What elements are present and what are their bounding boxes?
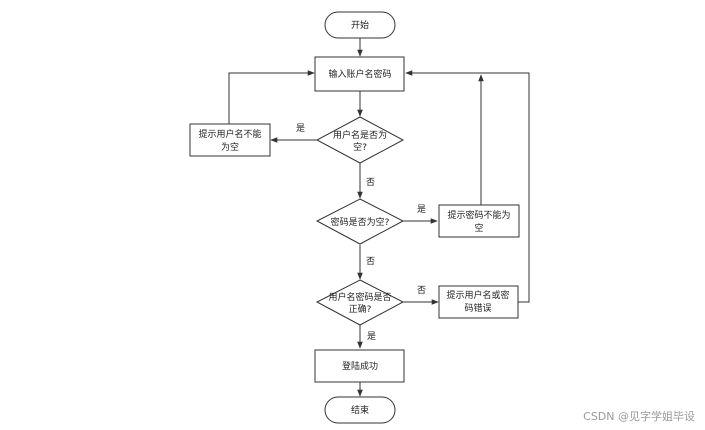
label-yes-correct: 是 <box>367 331 376 342</box>
node-prompt-pwd-empty-label-1: 提示密码不能为 <box>447 209 510 221</box>
label-yes-user: 是 <box>296 123 305 134</box>
node-end-label: 结束 <box>351 404 369 416</box>
node-prompt-wrong-label-2: 码错误 <box>464 302 491 314</box>
node-check-pwd-empty <box>315 198 405 245</box>
node-check-correct-label-2: 正确? <box>349 303 372 315</box>
edge-prompt-user-back <box>228 70 315 124</box>
node-start <box>324 11 396 39</box>
node-login-success-label: 登陆成功 <box>342 360 378 372</box>
label-no-user: 否 <box>366 177 375 188</box>
node-check-correct-label-1: 用户名密码是否 <box>328 291 391 303</box>
node-end <box>324 396 396 424</box>
node-input-label: 输入账户名密码 <box>328 68 391 80</box>
node-prompt-pwd-empty-label-2: 空 <box>474 222 483 234</box>
node-input <box>314 56 405 92</box>
label-no-pwd: 否 <box>366 256 375 267</box>
edge-prompt-wrong-back <box>405 70 530 303</box>
node-prompt-wrong-label-1: 提示用户名或密 <box>446 289 509 301</box>
node-check-user-empty-label-1: 用户名是否为 <box>333 129 387 141</box>
label-no-correct: 否 <box>417 285 426 296</box>
node-prompt-wrong <box>438 285 519 319</box>
node-check-pwd-empty-label: 密码是否为空? <box>331 216 390 228</box>
label-yes-pwd: 是 <box>417 204 426 215</box>
node-check-correct <box>315 279 405 326</box>
node-check-user-empty <box>315 116 405 164</box>
node-login-success <box>314 349 405 383</box>
node-prompt-pwd-empty <box>438 204 520 238</box>
node-prompt-user-empty <box>189 123 271 157</box>
node-prompt-user-empty-label-1: 提示用户名不能 <box>198 128 261 140</box>
node-prompt-user-empty-label-2: 为空 <box>221 141 239 153</box>
node-check-user-empty-label-2: 空? <box>353 141 367 153</box>
node-start-label: 开始 <box>351 19 369 31</box>
watermark: CSDN @见字学姐毕设 <box>583 410 695 423</box>
